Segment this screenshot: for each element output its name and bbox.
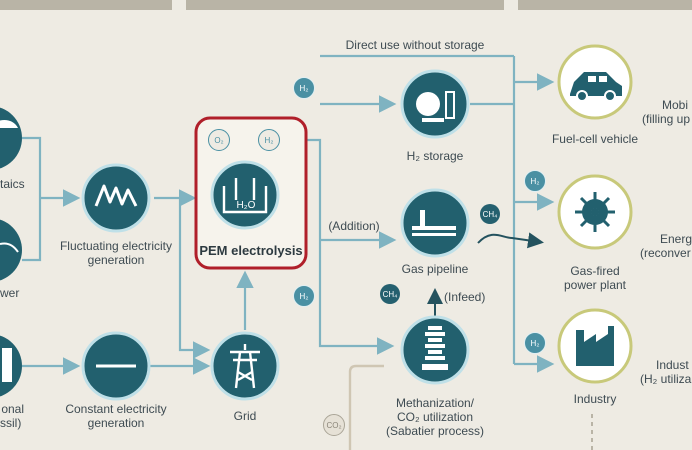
- ch4-chip-pipeline: CH₄: [480, 204, 500, 224]
- infeed-label: (Infeed): [444, 290, 486, 304]
- addition-label: (Addition): [328, 219, 380, 233]
- zigzag-icon: [94, 184, 138, 207]
- h2-chip-right-2-text: H₂: [530, 338, 540, 348]
- car-wheel-front-icon: [576, 90, 588, 102]
- header-bar-center: [186, 0, 504, 10]
- left-label-onal: onal: [1, 402, 24, 416]
- fluctuating-generation-node: [81, 163, 151, 233]
- wind-icon: [0, 242, 19, 253]
- car-window-icon: [588, 76, 596, 82]
- pem-label: PEM electrolysis: [199, 243, 303, 258]
- arrow-ch4: [477, 232, 544, 249]
- fluctuating-label-2: generation: [87, 253, 145, 267]
- gas-pipeline-node: [400, 188, 470, 258]
- gas-fired-label-2: power plant: [563, 278, 627, 292]
- flow-lines: [22, 54, 555, 375]
- constant-label-2: generation: [87, 416, 145, 430]
- reactor-icon: [422, 326, 448, 370]
- industry-label: Industry: [573, 392, 617, 406]
- methanization-label-2: CO₂ utilization: [396, 410, 474, 424]
- pylon-icon: [230, 344, 260, 389]
- pipeline-icon: [412, 210, 456, 236]
- storage-gauge-icon: [445, 91, 455, 119]
- h2-chip-right-1: H₂: [524, 170, 546, 192]
- h2-chip-pem: H₂: [258, 129, 280, 151]
- h2-chip-mid: H₂: [293, 285, 315, 307]
- plant-icon: [2, 348, 12, 382]
- pem-electrolysis-node: [210, 160, 280, 230]
- arrow-to-grid-top: [178, 198, 211, 359]
- co2-line: [348, 364, 384, 450]
- grid-label: Grid: [233, 409, 257, 423]
- grid-node: [210, 331, 280, 401]
- storage-base-icon: [422, 118, 444, 122]
- storage-tank-icon: [416, 92, 440, 116]
- car-wheel-rear-icon: [604, 90, 616, 102]
- left-label-ssil: ssil): [0, 416, 22, 430]
- photovoltaics-node-partial: [0, 107, 22, 169]
- methanization-label-3: (Sabatier process): [385, 424, 485, 438]
- right-label-indust: Indust: [656, 358, 689, 372]
- car-icon: [570, 72, 622, 96]
- h2-chip-pem-text: H₂: [264, 135, 274, 145]
- co2-chip-text: CO₂: [326, 420, 342, 430]
- fuel-cell-label: Fuel-cell vehicle: [551, 132, 639, 146]
- gas-pipeline-label: Gas pipeline: [401, 262, 469, 276]
- h2-storage-label: H₂ storage: [406, 149, 464, 163]
- left-label-taics: taics: [0, 177, 25, 191]
- h2-chip-top: H₂: [293, 77, 315, 99]
- h2-chip-text: H₂: [299, 83, 309, 93]
- right-label-reconver: (reconver: [640, 246, 691, 260]
- h2-chip-right-2: H₂: [524, 332, 546, 354]
- gas-fired-label-1: Gas-fired: [570, 264, 620, 278]
- factory-icon: [576, 326, 614, 366]
- ch4-chip-pipeline-text: CH₄: [482, 209, 498, 219]
- right-label-utiliz: (H₂ utiliza: [640, 372, 692, 386]
- ch4-chip-infeed-text: CH₄: [382, 289, 398, 299]
- right-label-mobi: Mobi: [662, 98, 689, 112]
- co2-chip: CO₂: [323, 414, 345, 436]
- o2-chip: O₂: [208, 129, 230, 151]
- turbine-icon: [575, 192, 615, 232]
- h2-chip-mid-text: H₂: [299, 291, 309, 301]
- o2-chip-text: O₂: [214, 135, 224, 145]
- direct-use-label: Direct use without storage: [345, 38, 485, 52]
- ch4-chip-infeed: CH₄: [380, 284, 400, 304]
- h2o-label: H₂O: [236, 200, 256, 211]
- right-label-filling: (filling up: [642, 112, 691, 126]
- left-bracket-line: [22, 136, 42, 262]
- electrode-icon: [234, 178, 256, 200]
- right-label-energ: Energ: [660, 232, 692, 246]
- header-bar-right: [518, 0, 692, 10]
- wind-power-node-partial: [0, 219, 22, 281]
- fluctuating-label-1: Fluctuating electricity: [59, 239, 173, 253]
- electrolyzer-tank-icon: [222, 186, 268, 214]
- constant-label-1: Constant electricity: [65, 402, 167, 416]
- methanization-label-1: Methanization/: [395, 396, 475, 410]
- left-label-wer: wer: [0, 286, 20, 300]
- h2-chip-right-1-text: H₂: [530, 176, 540, 186]
- header-bar-left: [0, 0, 172, 10]
- car-window-icon-2: [599, 76, 607, 82]
- cloud-icon: [0, 120, 18, 128]
